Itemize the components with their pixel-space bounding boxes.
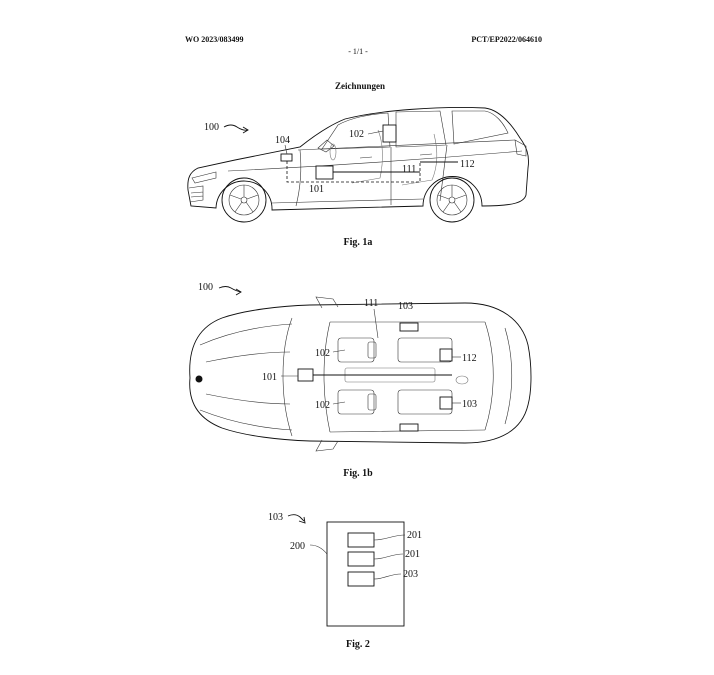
windshield-front-edge: [282, 317, 293, 437]
ref-vehicle-100: 100: [204, 122, 219, 133]
front-wheel: [221, 177, 267, 223]
ref-device-103-rear: 103: [462, 399, 477, 410]
character-line: [227, 150, 523, 172]
ref-vehicle-100: 100: [198, 282, 213, 293]
sensor-104-box: [280, 153, 293, 162]
page-header: WO 2023/083499 PCT/EP2022/064610 - 1/1 -: [185, 35, 542, 56]
ref-line-111: 111: [402, 164, 416, 175]
vehicle-arrow: [223, 124, 249, 131]
device-arrow: [287, 514, 305, 522]
headrest-front-upper: [367, 341, 377, 359]
hood-creases: [205, 351, 291, 405]
front-seat-upper: [337, 337, 375, 363]
headrest-front-lower: [367, 393, 377, 411]
device-arrow-head: [298, 516, 306, 524]
seat-device-102-box: [382, 124, 397, 143]
hood-line-upper: [199, 323, 293, 346]
roof-edges: [329, 321, 486, 433]
ref-seat-102-lower: 102: [315, 400, 330, 411]
ref-component-201-1: 201: [407, 530, 422, 541]
leader-104: [284, 144, 288, 155]
hood-line-lower: [199, 409, 293, 431]
control-unit-101-box: [297, 368, 314, 382]
leader-201-2: [373, 553, 404, 560]
front-grille: [188, 185, 204, 203]
ref-line-112: 112: [462, 353, 477, 364]
mirror-right: [315, 439, 339, 452]
publication-number: WO 2023/083499: [185, 35, 243, 44]
figure-2-block-diagram: 103 200 201 201 203 Fig. 2: [268, 512, 422, 650]
headlight: [191, 171, 217, 184]
ref-device-103-top: 103: [398, 301, 413, 312]
device-103-box-bottom: [399, 423, 419, 432]
beltline: [297, 139, 516, 151]
rear-seat: [401, 133, 438, 186]
leader-111: [373, 308, 379, 339]
leader-201-1: [373, 534, 406, 541]
section-title: Zeichnungen: [335, 81, 385, 91]
ref-unit-101: 101: [309, 184, 324, 195]
front-seat: [351, 129, 383, 184]
ref-line-112: 112: [460, 159, 475, 170]
ref-sensor-104: 104: [275, 135, 290, 146]
door-handles: [359, 153, 433, 159]
caption-fig-1b: Fig. 1b: [343, 468, 373, 479]
front-door-seam: [295, 149, 302, 207]
leader-102: [367, 130, 384, 135]
leader-102-lower: [332, 401, 346, 405]
rear-side-window: [395, 110, 447, 148]
vehicle-arrow: [218, 286, 242, 293]
ref-seat-102: 102: [349, 129, 364, 140]
figure-1b-top-view: 100 111 103 102 11: [189, 282, 532, 479]
side-mirror: [317, 139, 335, 153]
front-emblem: [195, 375, 203, 383]
car-body-outline-top: [189, 302, 532, 444]
component-203-box: [347, 571, 375, 587]
leader-102-upper: [332, 349, 346, 353]
ref-unit-101: 101: [262, 372, 277, 383]
ref-line-111: 111: [364, 298, 378, 309]
mirror-left: [315, 296, 339, 309]
component-201-box-2: [347, 551, 375, 567]
page-number: - 1/1 -: [348, 47, 368, 56]
device-112-box: [439, 348, 453, 362]
rear-window-rear-edge: [504, 327, 513, 425]
car-body-outline: [187, 107, 529, 211]
leader-200: [309, 544, 328, 555]
rear-window-front-edge: [484, 321, 494, 431]
device-103-box-top: [399, 322, 419, 332]
windshield-rear-edge: [323, 321, 331, 433]
steering-wheel: [329, 143, 337, 161]
caption-fig-2: Fig. 2: [346, 639, 370, 650]
application-number: PCT/EP2022/064610: [471, 35, 542, 44]
quarter-window: [451, 110, 509, 145]
ref-seat-102-upper: 102: [315, 348, 330, 359]
leader-203: [373, 573, 402, 580]
rear-wheel: [429, 177, 475, 223]
ref-housing-200: 200: [290, 541, 305, 552]
vehicle-arrow-head: [242, 126, 249, 134]
ref-component-203: 203: [403, 569, 418, 580]
caption-fig-1a: Fig. 1a: [344, 237, 373, 248]
device-103-box-rear: [439, 396, 453, 410]
vehicle-arrow-head: [235, 288, 242, 296]
ref-device-103: 103: [268, 512, 283, 523]
front-seat-lower: [337, 389, 375, 415]
component-201-box-1: [347, 532, 375, 548]
side-skirt: [271, 198, 424, 204]
figure-1a-side-view: 100: [187, 107, 529, 248]
ref-component-201-2: 201: [405, 549, 420, 560]
tail-light: [514, 139, 527, 157]
rear-center-armrest: [455, 375, 469, 385]
door-seam-c-pillar: [439, 144, 448, 202]
control-unit-101-box: [315, 165, 334, 180]
network-line-111-dashed: [286, 161, 421, 183]
